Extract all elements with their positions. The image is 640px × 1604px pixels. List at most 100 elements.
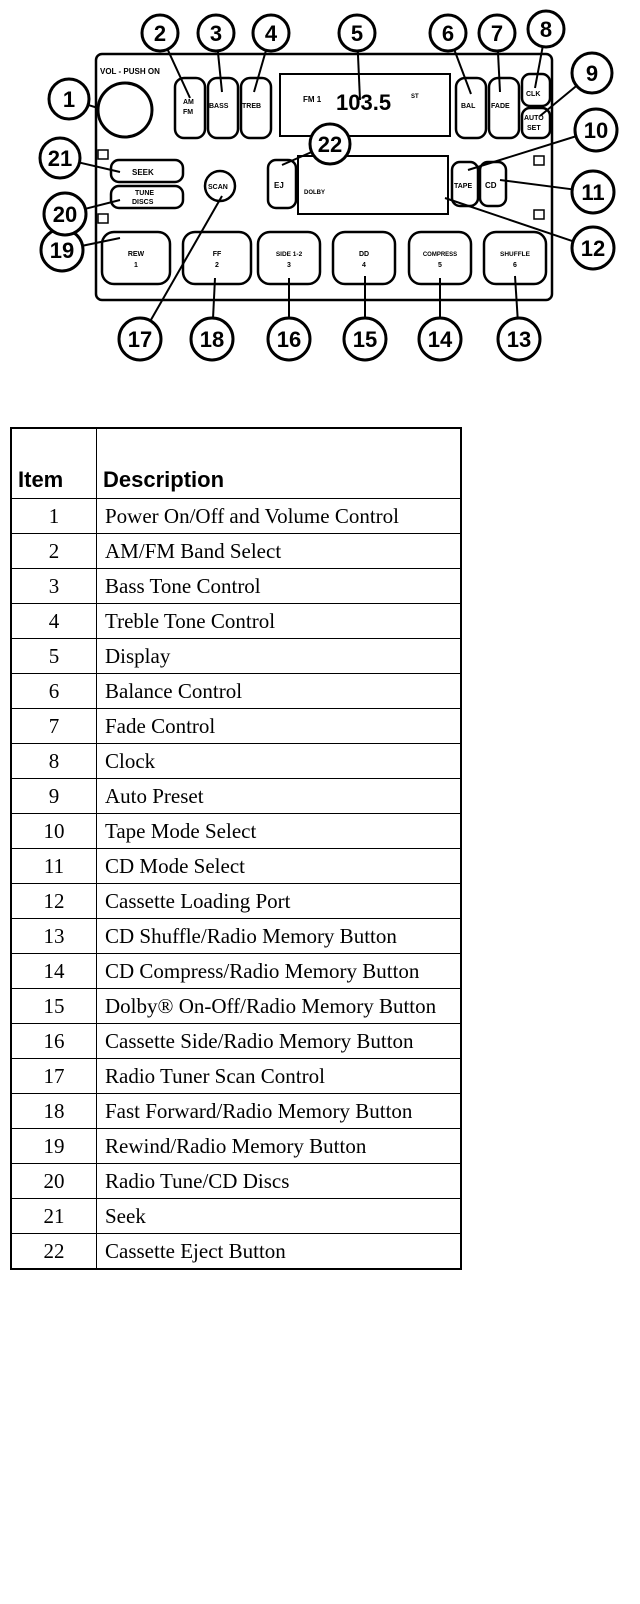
legend-item-number: 18 bbox=[10, 1093, 97, 1129]
callout-circle bbox=[196, 13, 236, 53]
callout-circle bbox=[477, 13, 517, 53]
callout-circle bbox=[337, 13, 377, 53]
preset-3-button bbox=[256, 230, 322, 286]
callout-leader bbox=[82, 237, 121, 247]
callout-number: 13 bbox=[507, 327, 531, 352]
callout-circle bbox=[570, 225, 616, 271]
legend-item-description: Balance Control bbox=[96, 673, 462, 709]
scan-label: SCAN bbox=[208, 184, 228, 191]
callout-number: 9 bbox=[586, 61, 598, 86]
callout-number: 2 bbox=[154, 21, 166, 46]
preset-5-button bbox=[407, 230, 473, 286]
legend-item-description: Dolby® On-Off/Radio Memory Button bbox=[96, 988, 462, 1024]
radio-faceplate bbox=[94, 52, 554, 302]
preset-4-num: 4 bbox=[362, 262, 366, 269]
legend-item-description: Radio Tuner Scan Control bbox=[96, 1058, 462, 1094]
callout-leader bbox=[499, 179, 573, 191]
callout-circle bbox=[251, 13, 291, 53]
callout-number: 3 bbox=[210, 21, 222, 46]
fade-label: FADE bbox=[491, 103, 510, 110]
legend-item-description: Clock bbox=[96, 743, 462, 779]
preset-6-name: SHUFFLE bbox=[500, 251, 531, 258]
callout-number: 11 bbox=[581, 180, 604, 205]
callout-circle bbox=[189, 316, 235, 362]
callout-number: 5 bbox=[351, 21, 363, 46]
legend-item-number: 20 bbox=[10, 1163, 97, 1199]
callout-number: 4 bbox=[265, 21, 278, 46]
legend-item-description: AM/FM Band Select bbox=[96, 533, 462, 569]
callout-number: 8 bbox=[540, 17, 552, 42]
callout-circle bbox=[496, 316, 542, 362]
seek-label: SEEK bbox=[132, 168, 154, 177]
description-column-header: Description bbox=[96, 427, 462, 499]
legend-item-description: Rewind/Radio Memory Button bbox=[96, 1128, 462, 1164]
legend-item-description: CD Compress/Radio Memory Button bbox=[96, 953, 462, 989]
callout-number: 22 bbox=[318, 132, 342, 157]
callout-leader bbox=[281, 151, 313, 166]
callout-leader bbox=[467, 135, 577, 171]
callout-leader bbox=[79, 161, 121, 173]
clk-label: CLK bbox=[526, 91, 540, 98]
preset-4-name: DD bbox=[359, 251, 369, 258]
preset-2-num: 2 bbox=[215, 262, 219, 269]
legend-item-number: 11 bbox=[10, 848, 97, 884]
legend-item-number: 19 bbox=[10, 1128, 97, 1164]
preset-1-num: 1 bbox=[134, 262, 138, 269]
callout-circle bbox=[117, 316, 163, 362]
legend-item-number: 13 bbox=[10, 918, 97, 954]
preset-1-name: REW bbox=[128, 251, 145, 258]
callout-number: 21 bbox=[48, 146, 72, 171]
set-label: SET bbox=[527, 125, 541, 132]
callout-leader bbox=[85, 199, 121, 210]
callout-number: 14 bbox=[428, 327, 453, 352]
callout-number: 15 bbox=[353, 327, 377, 352]
callout-circle bbox=[526, 9, 566, 49]
callout-leader bbox=[253, 50, 267, 93]
legend-item-number: 14 bbox=[10, 953, 97, 989]
legend-item-number: 6 bbox=[10, 673, 97, 709]
volume-knob bbox=[96, 81, 154, 139]
preset-1-button bbox=[100, 230, 172, 286]
callout-circle bbox=[47, 77, 91, 121]
volume-label: VOL - PUSH ON bbox=[100, 67, 160, 76]
callout-circle bbox=[570, 169, 616, 215]
fm-label: FM bbox=[183, 109, 193, 116]
callout-leader bbox=[212, 277, 216, 319]
fade-button bbox=[487, 76, 521, 140]
legend-item-description: CD Shuffle/Radio Memory Button bbox=[96, 918, 462, 954]
legend-item-description: Display bbox=[96, 638, 462, 674]
callout-leader bbox=[539, 84, 578, 117]
preset-3-num: 3 bbox=[287, 262, 291, 269]
callout-circle bbox=[428, 13, 468, 53]
callout-number: 20 bbox=[53, 202, 77, 227]
legend-item-number: 16 bbox=[10, 1023, 97, 1059]
tape-button bbox=[450, 160, 480, 208]
display-window bbox=[279, 73, 451, 137]
callout-leader bbox=[534, 46, 544, 89]
legend-item-number: 10 bbox=[10, 813, 97, 849]
bass-button bbox=[206, 76, 240, 140]
legend-item-number: 7 bbox=[10, 708, 97, 744]
callout-leader bbox=[453, 49, 472, 95]
callout-circle bbox=[573, 107, 619, 153]
legend-item-number: 1 bbox=[10, 498, 97, 534]
callout-number: 16 bbox=[277, 327, 301, 352]
auto-label: AUTO bbox=[524, 115, 544, 122]
callout-leader-lines bbox=[79, 46, 578, 322]
callout-number: 17 bbox=[128, 327, 152, 352]
legend-item-number: 4 bbox=[10, 603, 97, 639]
legend-item-description: Fast Forward/Radio Memory Button bbox=[96, 1093, 462, 1129]
callout-leader bbox=[496, 50, 501, 93]
